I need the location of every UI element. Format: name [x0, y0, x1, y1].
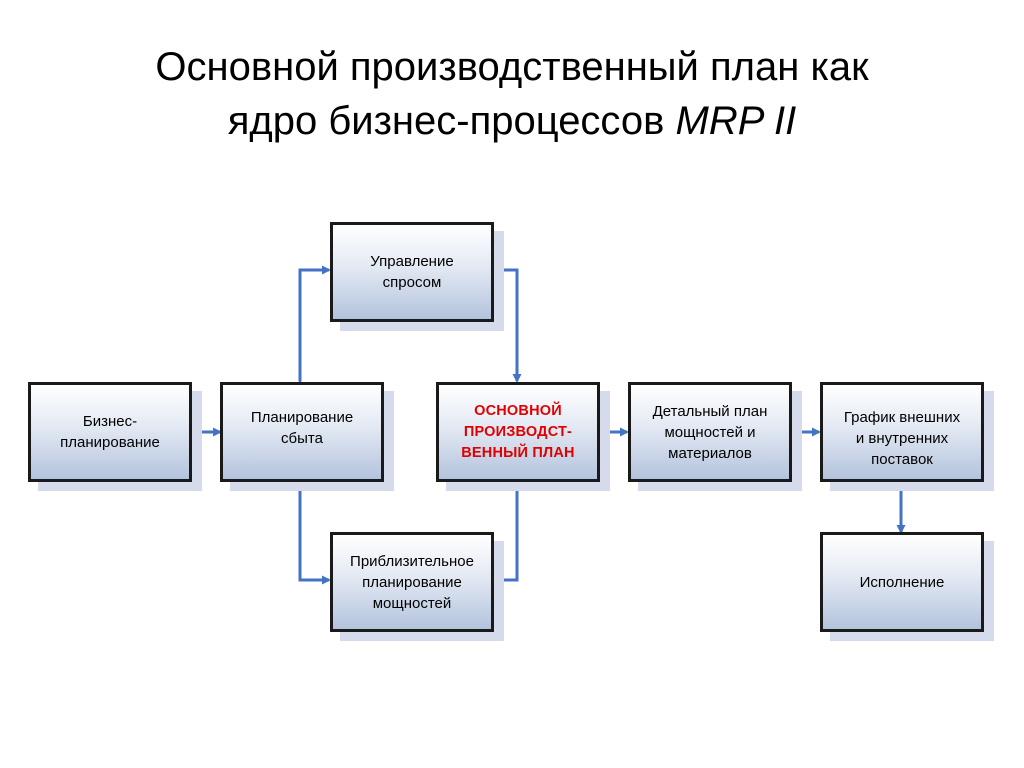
box-business-planning: Бизнес- планирование: [28, 382, 192, 482]
box-master-production-schedule-label: ОСНОВНОЙ ПРОИЗВОДСТ- ВЕННЫЙ ПЛАН: [461, 402, 575, 461]
box-rough-capacity-planning-label: Приблизительное планирование мощностей: [350, 552, 474, 612]
title-line-1: Основной производственный план как: [155, 45, 869, 89]
arrow-demand-mps: [486, 265, 522, 383]
box-execution: Исполнение: [820, 532, 984, 632]
box-business-planning-label: Бизнес- планирование: [60, 413, 160, 451]
box-sales-planning-label: Планирование сбыта: [250, 409, 354, 447]
arrow-sales-rough: [295, 475, 331, 585]
title-line-2: ядро бизнес-процессов MRP II: [0, 94, 1024, 148]
box-execution-label: Исполнение: [859, 573, 945, 591]
arrow-rough-mps: [486, 480, 522, 585]
box-supply-schedule: График внешних и внутренних поставок: [820, 382, 984, 482]
slide-title: Основной производственный план как ядро …: [0, 40, 1024, 148]
box-detailed-capacity-plan-label: Детальный план мощностей и материалов: [652, 402, 768, 462]
box-demand-management: Управление спросом: [330, 222, 494, 322]
box-master-production-schedule: ОСНОВНОЙ ПРОИЗВОДСТ- ВЕННЫЙ ПЛАН: [436, 382, 600, 482]
box-rough-capacity-planning: Приблизительное планирование мощностей: [330, 532, 494, 632]
arrow-sales-demand: [295, 265, 331, 388]
title-mrp2: MRP II: [675, 99, 797, 143]
box-demand-management-label: Управление спросом: [370, 253, 454, 291]
title-line-2-text: ядро бизнес-процессов: [227, 99, 665, 143]
box-sales-planning: Планирование сбыта: [220, 382, 384, 482]
box-supply-schedule-label: График внешних и внутренних поставок: [843, 409, 961, 468]
box-detailed-capacity-plan: Детальный план мощностей и материалов: [628, 382, 792, 482]
